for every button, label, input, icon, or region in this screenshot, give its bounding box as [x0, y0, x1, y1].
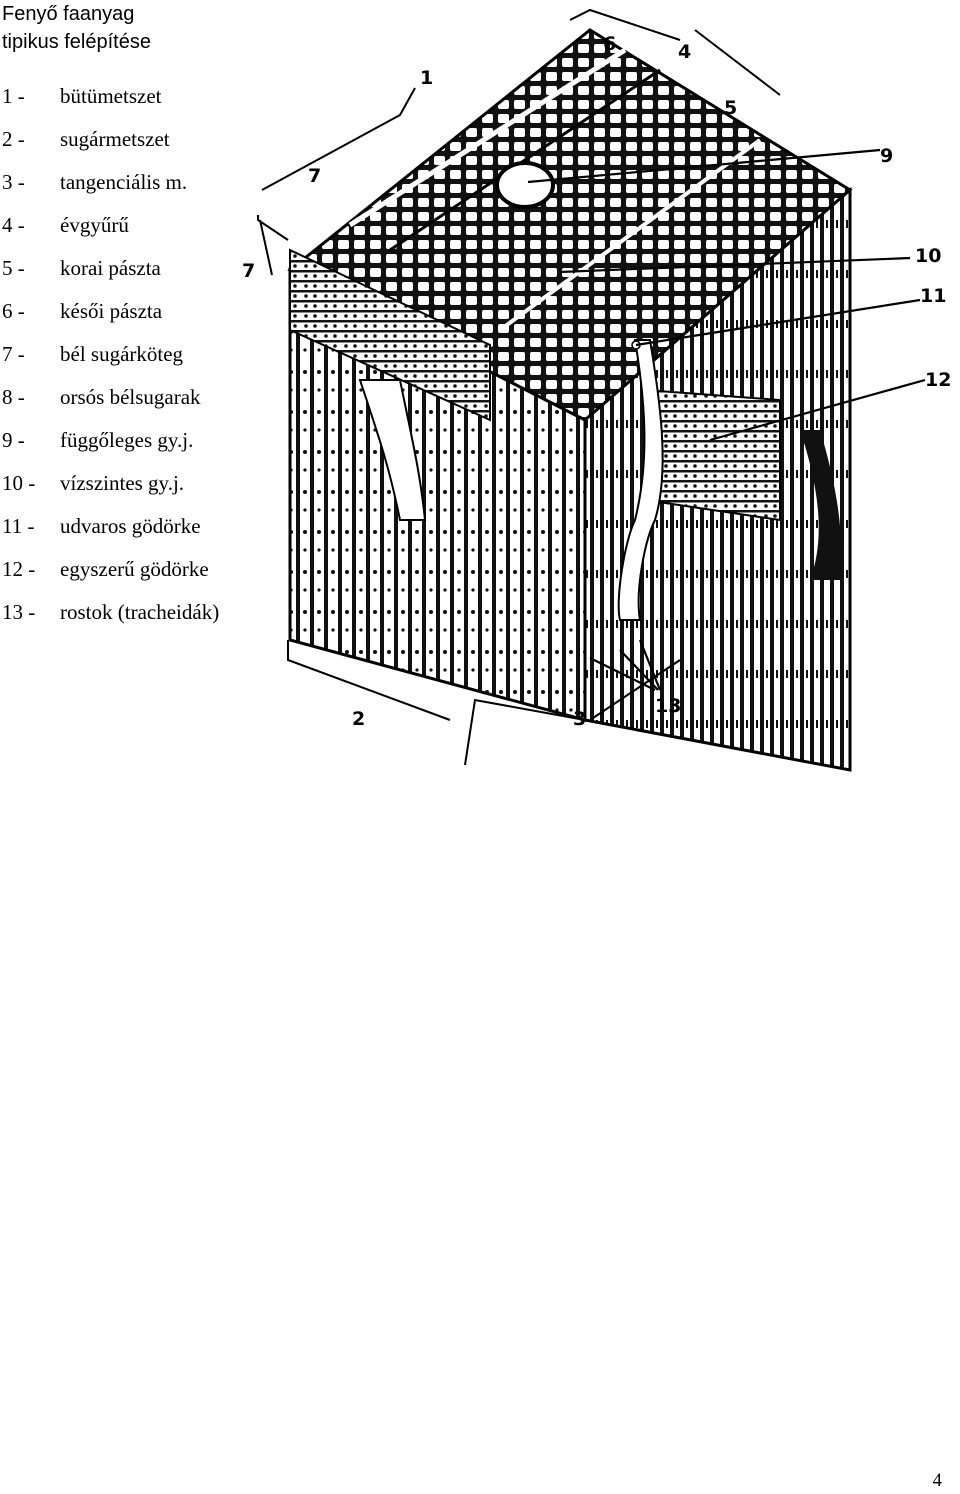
wood-block-diagram: 1 2 3 4 5 6 7 7 9 10 11 12 13: [240, 0, 960, 780]
figure-label-7-side: 7: [242, 260, 255, 282]
title-line-2: tipikus felépítése: [2, 28, 151, 56]
legend-number: 4 -: [2, 213, 60, 238]
legend-number: 2 -: [2, 127, 60, 152]
legend-number: 13 -: [2, 600, 60, 625]
figure-label-13: 13: [655, 695, 681, 717]
figure-label-10: 10: [915, 245, 941, 267]
figure-label-3: 3: [573, 708, 586, 730]
legend-text: rostok (tracheidák): [60, 600, 219, 625]
figure-label-2: 2: [352, 708, 365, 730]
legend-number: 8 -: [2, 385, 60, 410]
legend-number: 3 -: [2, 170, 60, 195]
legend-text: késői pászta: [60, 299, 162, 324]
figure-label-6: 6: [603, 33, 616, 55]
title: Fenyő faanyag tipikus felépítése: [2, 0, 151, 56]
legend-number: 7 -: [2, 342, 60, 367]
legend-text: bél sugárköteg: [60, 342, 183, 367]
legend-number: 9 -: [2, 428, 60, 453]
legend-text: függőleges gy.j.: [60, 428, 193, 453]
legend-text: korai pászta: [60, 256, 161, 281]
legend-number: 6 -: [2, 299, 60, 324]
figure-label-5: 5: [724, 97, 737, 119]
legend-text: bütümetszet: [60, 84, 161, 109]
legend-number: 11 -: [2, 514, 60, 539]
figure-label-1: 1: [420, 67, 433, 89]
legend-text: orsós bélsugarak: [60, 385, 201, 410]
figure-label-12: 12: [925, 369, 951, 391]
legend-number: 10 -: [2, 471, 60, 496]
figure-label-4: 4: [678, 41, 691, 63]
legend-text: tangenciális m.: [60, 170, 187, 195]
legend-number: 12 -: [2, 557, 60, 582]
legend-number: 5 -: [2, 256, 60, 281]
legend-text: egyszerű gödörke: [60, 557, 209, 582]
page-number: 4: [933, 1470, 943, 1492]
figure-label-9: 9: [880, 145, 893, 167]
figure-label-11: 11: [920, 285, 946, 307]
figure-label-7-top: 7: [308, 165, 321, 187]
legend-text: udvaros gödörke: [60, 514, 201, 539]
legend-text: vízszintes gy.j.: [60, 471, 184, 496]
legend-text: évgyűrű: [60, 213, 129, 238]
wood-structure-illustration: 1 2 3 4 5 6 7 7 9 10 11 12 13: [240, 0, 960, 780]
title-line-1: Fenyő faanyag: [2, 0, 151, 28]
legend-number: 1 -: [2, 84, 60, 109]
legend-text: sugármetszet: [60, 127, 170, 152]
